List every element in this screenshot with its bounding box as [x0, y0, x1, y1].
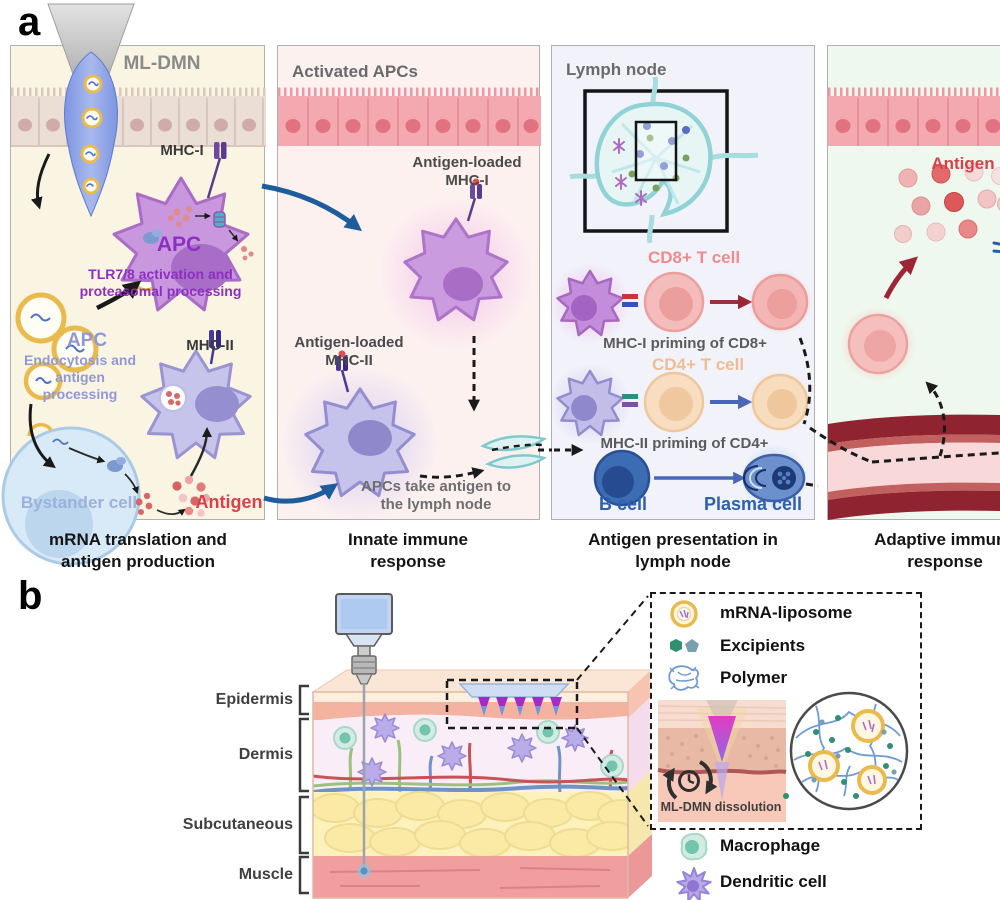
skin-band — [828, 87, 1000, 146]
caption-panel4: Adaptive immune response — [874, 530, 1000, 572]
layer-label-subcutaneous: Subcutaneous — [182, 816, 293, 833]
mhc1-receptor-icon — [206, 142, 227, 199]
skin-band — [11, 87, 266, 147]
panel-antigen-presentation: Lymph node CD8+ T cell MHC-I priming of … — [538, 45, 819, 520]
macrophage-icon — [680, 832, 708, 861]
antigen-label-4: Antigen — [931, 154, 995, 173]
mrna-liposome-icon — [670, 600, 698, 628]
zoom-connectors — [576, 595, 649, 827]
polymer-icon — [668, 665, 700, 691]
legend-excipients-label: Excipients — [720, 636, 806, 655]
bystander-cell — [1, 422, 186, 566]
microneedle-patch — [445, 678, 579, 730]
cd8-label: CD8+ T cell — [647, 248, 741, 267]
mhc1-label: MHC-I — [160, 142, 204, 159]
apc2-cell — [140, 330, 252, 477]
dendritic-cells — [357, 713, 589, 787]
antigen-label-1: Antigen — [195, 492, 263, 512]
mhc1-priming-label: MHC-I priming of CD8+ — [603, 335, 767, 352]
apc-cell — [112, 142, 254, 312]
caption-panel1: mRNA translation and antigen production — [49, 530, 227, 572]
activation-arrow — [261, 183, 363, 232]
plasma-cell-circulating — [840, 306, 916, 382]
mhc2-receptor-icon — [209, 330, 221, 365]
apc2-title: APC — [66, 330, 108, 351]
polymer-matrix-zoom — [783, 691, 909, 811]
apc-process-label: TLR7/8 activation and proteasomal proces… — [79, 266, 242, 300]
legend-dendritic-label: Dendritic cell — [720, 872, 827, 891]
ml-dmn-dissolution-scene — [657, 700, 787, 822]
antigen-spheres — [894, 162, 1000, 243]
apc-migration-note: APCs take antigen to the lymph node — [360, 478, 512, 514]
ribosome-icon — [143, 229, 162, 244]
mhc2-label: MHC-II — [186, 337, 234, 354]
panel3-title: Lymph node — [566, 60, 667, 79]
panel-b-label: b — [18, 574, 43, 618]
ml-dmn-device — [47, 3, 135, 218]
panel2-illustration — [261, 87, 548, 524]
antigen-dots — [172, 475, 210, 517]
dissolution-label: ML-DMN dissolution — [660, 800, 782, 814]
activated-apc-mhc1 — [403, 178, 509, 322]
liposomes-in-needle — [80, 74, 103, 195]
apc2-process-label: Endocytosis and antigen processing — [23, 352, 137, 403]
caption-panel2: Innate immune response — [348, 530, 468, 572]
cd4-priming-row — [548, 362, 813, 446]
matrix-liposomes — [808, 709, 887, 795]
dashed-arrows — [419, 336, 485, 479]
apc-title: APC — [156, 233, 202, 256]
excipients-icon — [670, 639, 699, 652]
mhc2-loaded-label: Antigen-loaded MHC-II — [294, 334, 404, 370]
cd4-label: CD4+ T cell — [651, 355, 745, 374]
layer-brackets — [298, 684, 309, 895]
mhc1-loaded-label: Antigen-loaded MHC-I — [412, 154, 522, 190]
dissolution-cycle-icon — [662, 760, 718, 800]
layer-label-epidermis: Epidermis — [215, 691, 293, 708]
activation-arrow-2 — [263, 483, 339, 504]
dendritic-cell-icon — [676, 867, 712, 900]
panel-adaptive-response: Antigen — [809, 45, 1000, 520]
outgoing-dashed — [798, 337, 819, 488]
ml-dmn-label: ML-DMN — [123, 53, 201, 74]
mhc2-priming-label: MHC-II priming of CD4+ — [600, 435, 769, 452]
skin-band — [278, 87, 541, 146]
activated-apc-mhc2 — [304, 350, 416, 498]
caption-panel3: Antigen presentation in lymph node — [588, 530, 778, 572]
legend-polymer-label: Polymer — [720, 668, 788, 687]
lymphatic-vessel — [480, 435, 548, 469]
panel2-title: Activated APCs — [292, 62, 418, 81]
secretion-arrow — [883, 256, 918, 300]
syringe — [335, 593, 393, 878]
panel3-illustration — [538, 76, 819, 512]
panel1-illustration — [1, 3, 266, 566]
blood-vessel — [828, 414, 1000, 520]
bcell-label: B cell — [598, 494, 648, 514]
released-liposomes — [15, 264, 160, 401]
bcell-row — [593, 444, 808, 512]
layer-label-muscle: Muscle — [238, 866, 293, 883]
panel-innate-response: Activated APCs Antigen-loaded MHC-I Anti… — [261, 45, 548, 524]
antibody-icon — [992, 241, 1000, 254]
panel-a-label: a — [18, 0, 41, 44]
legend-liposome-label: mRNA-liposome — [720, 603, 853, 622]
skin-block — [311, 669, 654, 899]
panel4-illustration — [809, 87, 1000, 520]
proteasome-icon — [213, 211, 226, 228]
cd8-priming-row — [548, 262, 813, 346]
layer-label-dermis: Dermis — [238, 746, 293, 763]
panel1-arrows — [28, 153, 142, 469]
trafficking-dashed — [809, 381, 1000, 464]
lymph-node-inset — [569, 76, 759, 244]
panelb-illustration — [298, 593, 654, 899]
bystander-label: Bystander cell — [20, 493, 138, 512]
panel-mrna-translation: ML-DMN MHC-I APC TLR7/8 activation and p… — [1, 3, 266, 566]
legend-macrophage-label: Macrophage — [720, 836, 821, 855]
plasma-label: Plasma cell — [703, 494, 803, 514]
macrophages — [333, 718, 624, 778]
